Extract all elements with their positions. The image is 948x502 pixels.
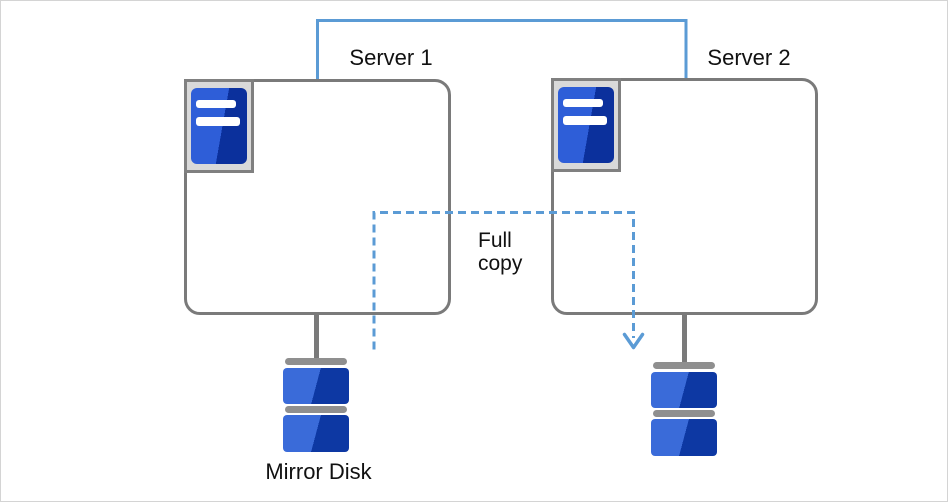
disk-platter <box>651 372 717 408</box>
disk-cap <box>653 410 715 417</box>
server1-label: Server 1 <box>349 45 433 70</box>
disk-connector-stub <box>314 312 319 362</box>
disk-platter <box>283 368 349 404</box>
down-arrowhead-icon <box>622 332 645 350</box>
server2-icon <box>551 78 621 172</box>
disk-platter <box>283 415 349 452</box>
server-tower-icon <box>191 88 247 164</box>
server1-icon <box>184 79 254 173</box>
full-copy-label: Full copy <box>478 229 523 275</box>
mirror-disk-label: Mirror Disk <box>265 459 372 484</box>
server-slot-bar <box>196 100 236 108</box>
server-slot-bar <box>563 99 603 107</box>
disk-platter <box>651 419 717 456</box>
server-tower-icon <box>558 87 614 163</box>
disk-cap <box>653 362 715 369</box>
disk-cap <box>285 406 347 413</box>
mirror-disk1-icon <box>283 358 349 453</box>
mirror-disk2-icon <box>651 362 717 457</box>
server-slot-bar <box>196 117 240 126</box>
disk-cap <box>285 358 347 365</box>
disk-connector-stub <box>682 312 687 366</box>
server-slot-bar <box>563 116 607 125</box>
server2-label: Server 2 <box>707 45 791 70</box>
